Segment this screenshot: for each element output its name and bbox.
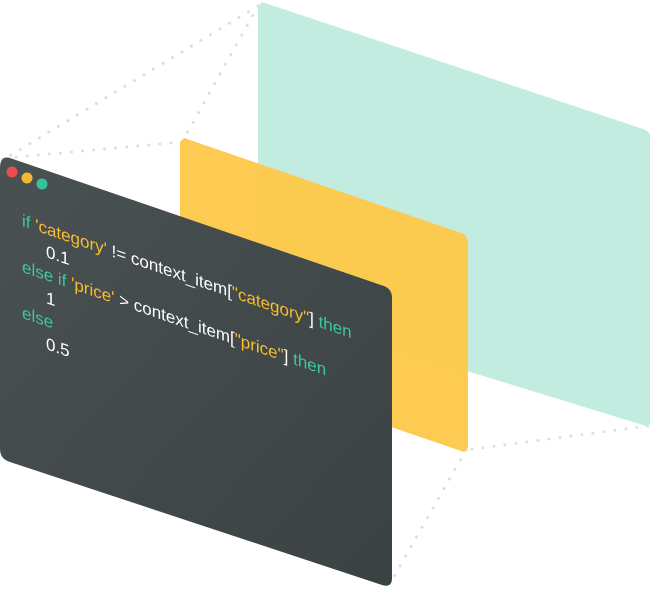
code-token-plain: ] bbox=[309, 308, 318, 331]
guide-line bbox=[390, 448, 468, 582]
code-terminal-window: if 'category' != context_item["category"… bbox=[0, 157, 392, 586]
window-controls bbox=[6, 166, 48, 190]
code-token-plain: 1 bbox=[46, 288, 55, 311]
guide-line bbox=[180, 4, 260, 144]
guide-line bbox=[4, 4, 260, 160]
code-token-plain: 0.1 bbox=[46, 242, 70, 269]
maximize-dot[interactable] bbox=[36, 178, 48, 190]
guide-line bbox=[4, 140, 184, 160]
code-line: 0.5 bbox=[46, 334, 70, 361]
guide-line bbox=[464, 424, 650, 452]
close-dot[interactable] bbox=[6, 166, 18, 178]
minimize-dot[interactable] bbox=[21, 172, 33, 184]
code-token-plain: 0.5 bbox=[46, 334, 70, 361]
code-line: 1 bbox=[46, 288, 55, 311]
code-line: 0.1 bbox=[46, 242, 70, 269]
code-token-plain: ] bbox=[284, 346, 293, 369]
terminal-body bbox=[0, 157, 392, 586]
code-token-keyword: if bbox=[22, 210, 35, 234]
